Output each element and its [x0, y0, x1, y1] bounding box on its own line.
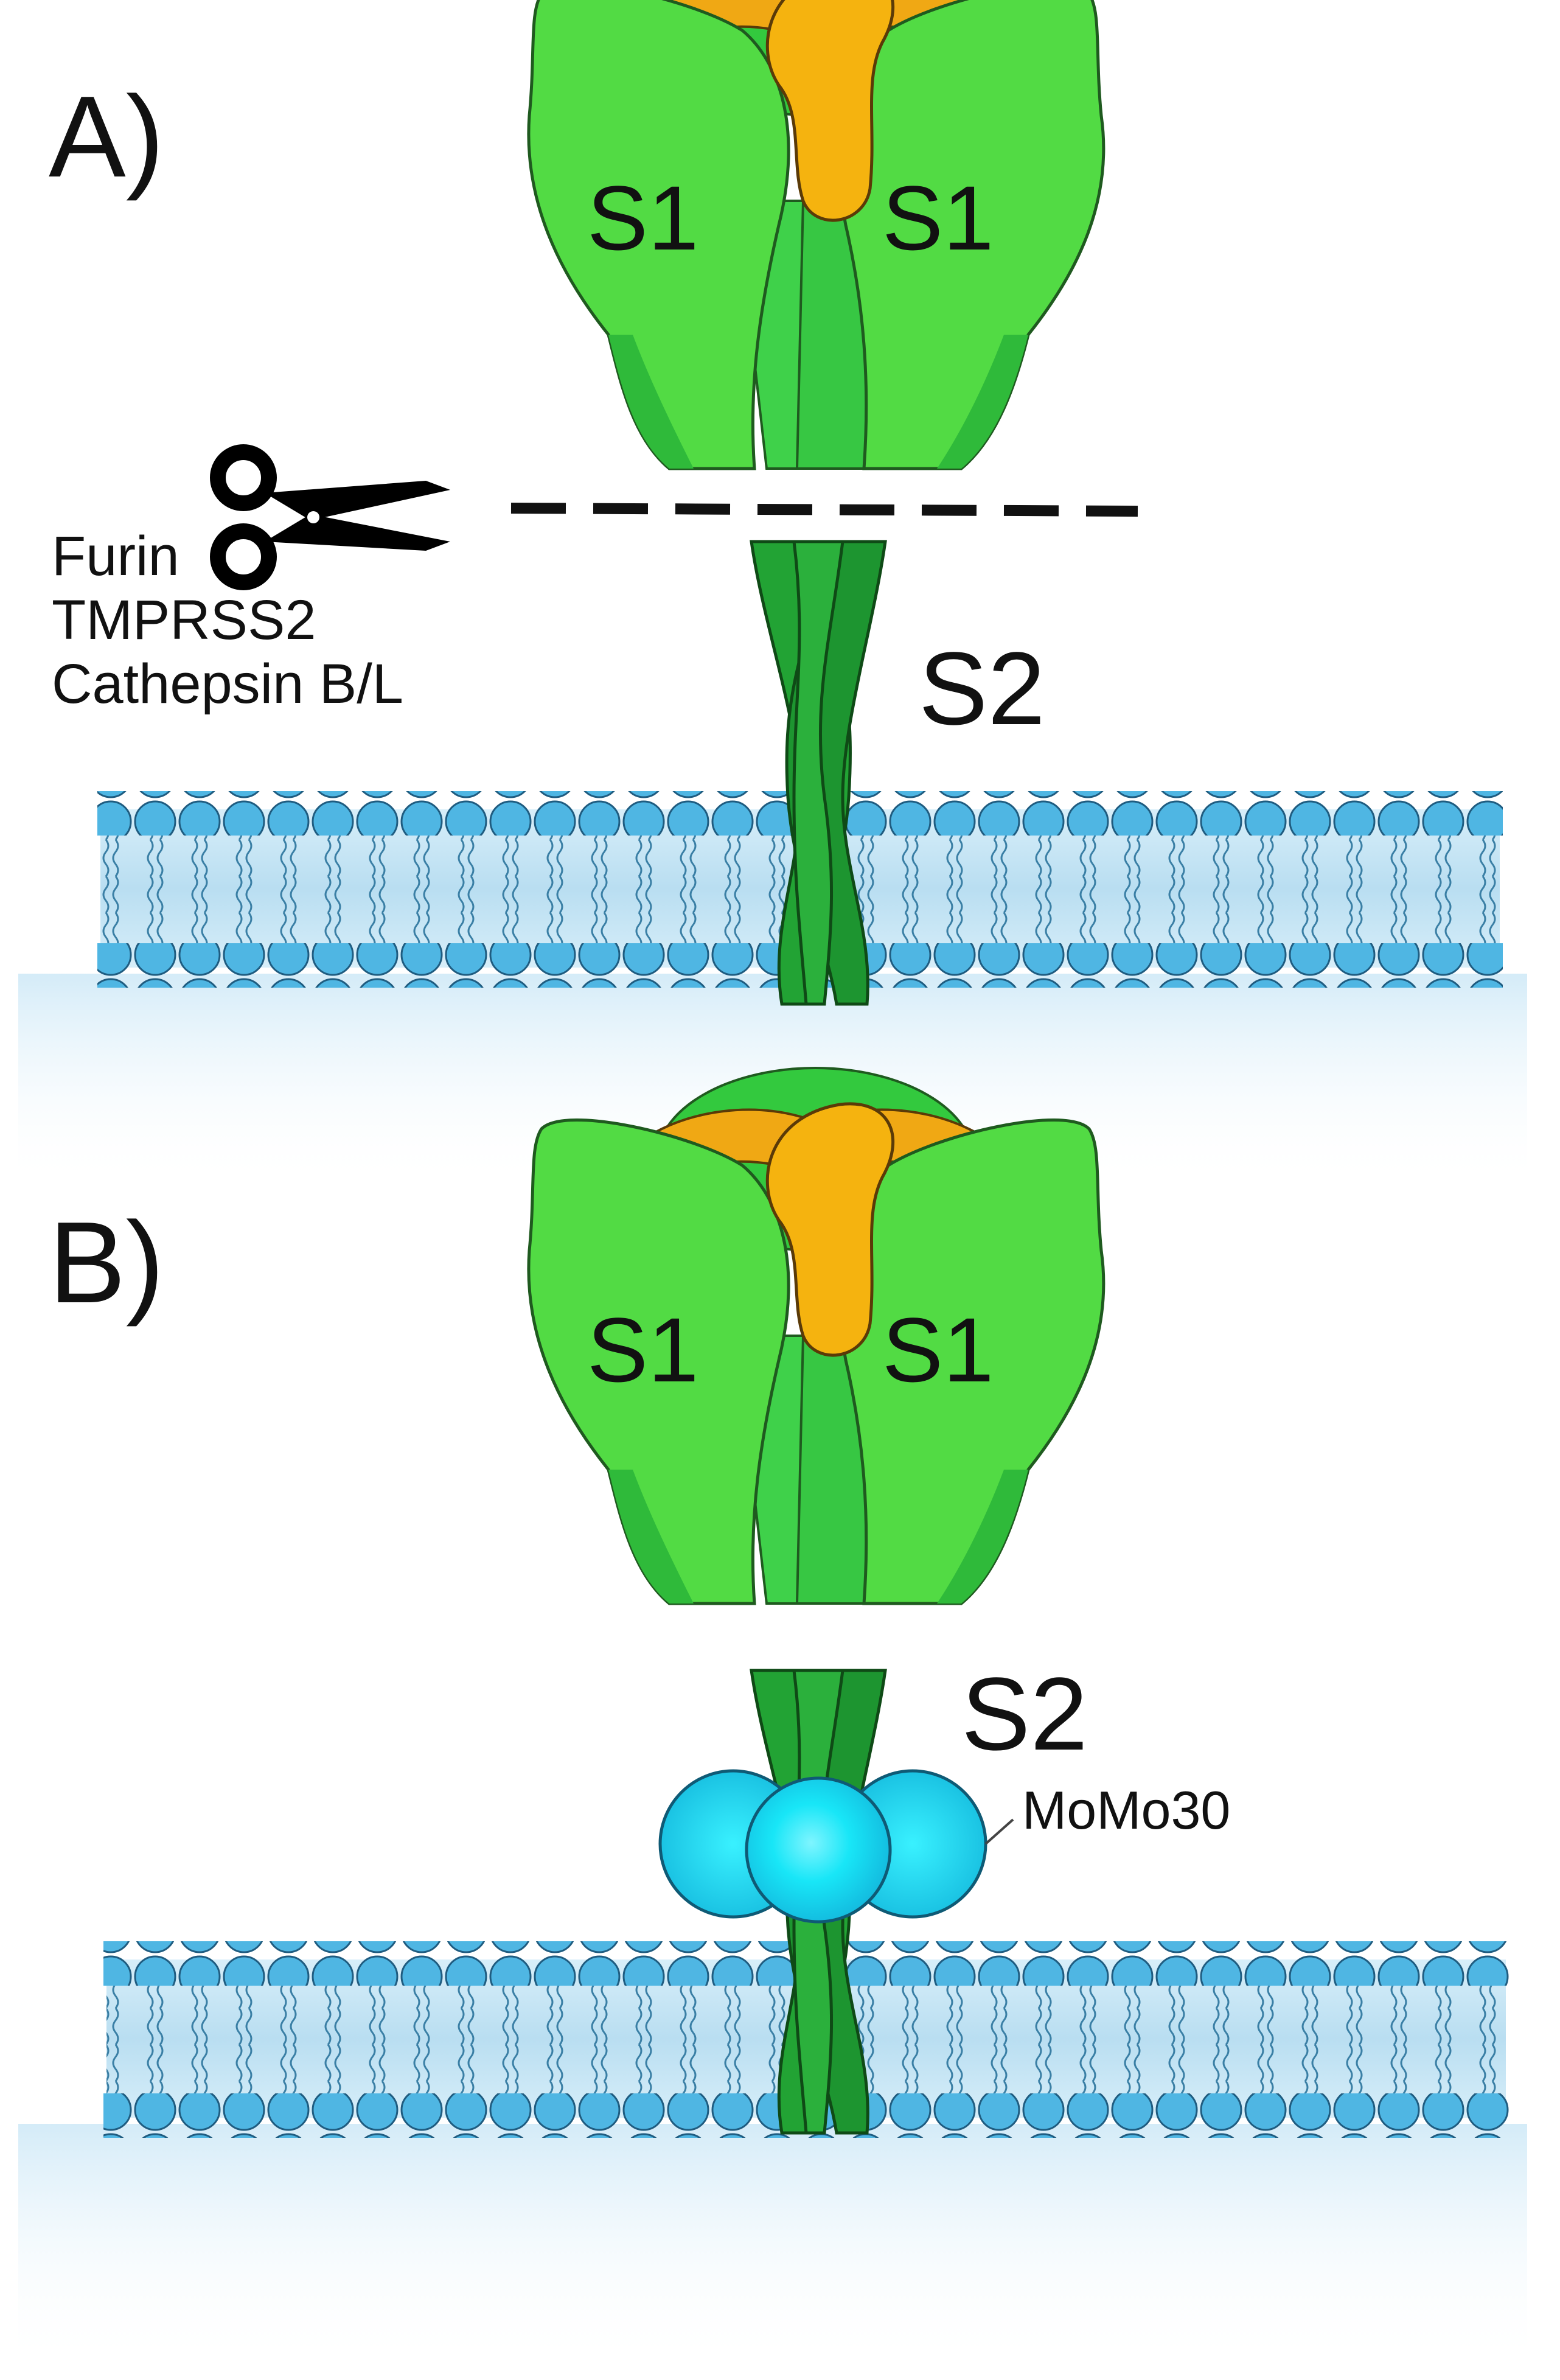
enzyme-furin: Furin — [52, 525, 179, 587]
enzyme-cathepsin: Cathepsin B/L — [52, 653, 403, 715]
cleavage-line — [510, 503, 1138, 517]
s1-right-label-b: S1 — [882, 1299, 994, 1401]
momo30-label: MoMo30 — [1022, 1780, 1230, 1840]
panel-b-label: B) — [49, 1198, 164, 1327]
panel-b: B) S1 S1 S2 MoMo30 — [18, 1068, 1527, 2367]
enzyme-tmprss2: TMPRSS2 — [52, 589, 316, 651]
membrane-b — [18, 1941, 1527, 2367]
momo30-leader-line — [984, 1818, 1014, 1845]
s1-left-label-b: S1 — [587, 1299, 698, 1401]
s1-right-label-a: S1 — [882, 167, 994, 269]
scissors-icon — [210, 444, 450, 590]
s1-left-label-a: S1 — [587, 167, 698, 269]
momo30-trimer — [658, 1769, 987, 1924]
s2-label-b: S2 — [961, 1656, 1088, 1772]
panel-a-label: A) — [49, 72, 164, 201]
s2-label-a: S2 — [919, 631, 1045, 747]
panel-a: A) S1 S1 Furin TMPRSS2 — [18, 0, 1527, 1187]
